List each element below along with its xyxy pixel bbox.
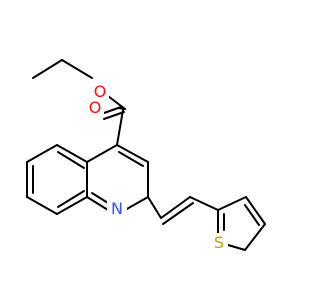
bond-c8-c8a-inner bbox=[57, 190, 85, 208]
bond-c2-vinyl1 bbox=[147, 196, 162, 219]
bond-thc3-thc4 bbox=[245, 196, 266, 225]
bond-c7-c8 bbox=[26, 196, 58, 215]
atom-label-o-ester: O bbox=[94, 82, 107, 101]
bond-ccarbonyl-ocarbonyl-1 bbox=[103, 106, 122, 114]
bond-ch2-oester bbox=[61, 59, 93, 79]
atom-label-n1: N bbox=[111, 199, 123, 218]
bond-n1-c8a-inner bbox=[91, 192, 109, 204]
bond-ccarbonyl-ocarbonyl-2 bbox=[103, 111, 125, 120]
bond-c2-n1 bbox=[124, 196, 149, 211]
bond-oester-ccarbonyl bbox=[107, 95, 126, 110]
atom-o-ester: O bbox=[91, 82, 109, 101]
bond-thc3-thc4-inner bbox=[244, 204, 260, 226]
bond-c4a-c5 bbox=[56, 144, 88, 163]
bond-c5-c6 bbox=[26, 144, 58, 163]
bond-c4a-c5-inner bbox=[57, 151, 85, 169]
bond-vinyl1-vinyl2 bbox=[160, 196, 191, 219]
bond-vinyl1-vinyl2-inner bbox=[162, 202, 194, 225]
bond-thc5-s bbox=[227, 244, 246, 251]
bond-thc4-thc5 bbox=[244, 223, 266, 251]
atom-label-o-carbonyl: O bbox=[89, 98, 102, 117]
bond-ch3-ch2 bbox=[32, 59, 63, 79]
structure-drawing: O O N S bbox=[26, 59, 266, 252]
bond-thc2-thc3 bbox=[217, 196, 247, 211]
bond-c4a-c4 bbox=[86, 144, 118, 163]
bond-c4-c3 bbox=[116, 144, 149, 163]
bond-c4-c3-inner bbox=[118, 151, 144, 167]
molecule-canvas: O O N S bbox=[26, 59, 266, 252]
atom-o-carbonyl: O bbox=[86, 98, 104, 117]
bond-vinyl2-thc2 bbox=[189, 196, 219, 211]
bond-c8-c8a bbox=[56, 196, 88, 215]
bond-ccarbonyl-c4 bbox=[116, 109, 124, 146]
bond-n1-c8a bbox=[86, 196, 109, 211]
atom-label-s1: S bbox=[214, 233, 224, 252]
atom-s1: S bbox=[210, 233, 228, 252]
atom-n1: N bbox=[107, 199, 127, 218]
